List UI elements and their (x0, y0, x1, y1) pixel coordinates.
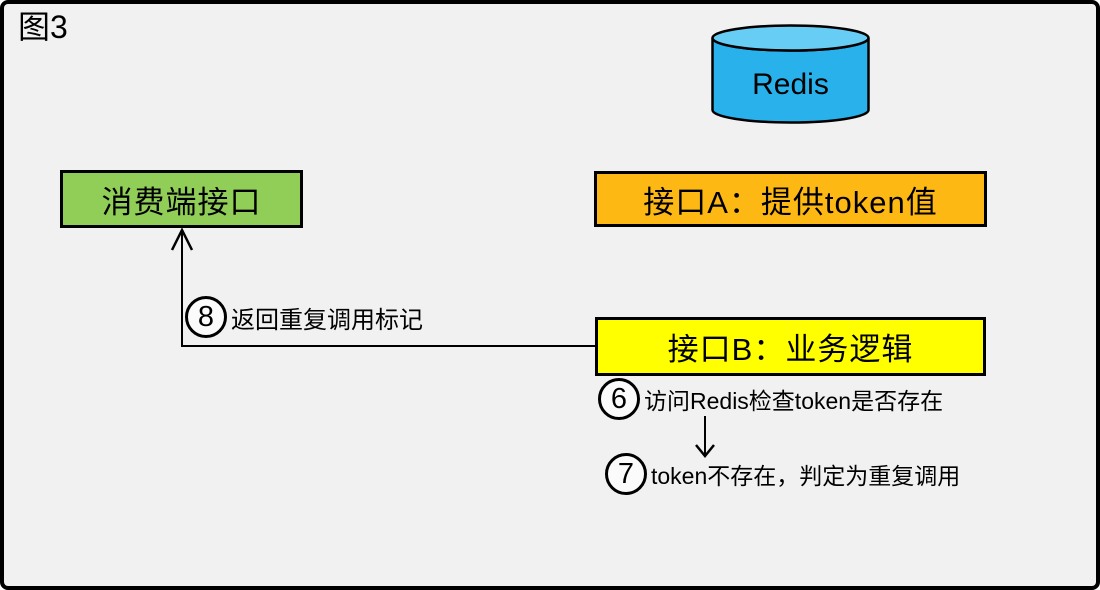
step-6-check-redis: 6 访问Redis检查token是否存在 (598, 378, 943, 420)
redis-label: Redis (752, 68, 829, 101)
redis-database-node: Redis (710, 22, 871, 126)
step-7-number-badge: 7 (605, 453, 647, 495)
step-7-duplicate-call: 7 token不存在，判定为重复调用 (605, 453, 960, 495)
figure-label: 图3 (18, 9, 68, 45)
interface-b-box: 接口B：业务逻辑 (595, 317, 986, 376)
step-6-number-badge: 6 (598, 378, 640, 420)
connector-layer (170, 227, 715, 458)
database-cylinder-icon (711, 24, 870, 124)
interface-a-box: 接口A：提供token值 (594, 171, 987, 227)
interface-b-label: 接口B：业务逻辑 (667, 332, 914, 367)
step-8-return-mark: 8 返回重复调用标记 (185, 296, 423, 338)
arrowhead-up-icon (170, 227, 194, 251)
step-7-text: token不存在，判定为重复调用 (651, 463, 961, 489)
step-6-text: 访问Redis检查token是否存在 (644, 388, 944, 414)
step-8-text: 返回重复调用标记 (231, 306, 423, 334)
consumer-interface-box: 消费端接口 (60, 170, 303, 228)
step-8-number-badge: 8 (185, 296, 227, 338)
consumer-interface-label: 消费端接口 (101, 184, 262, 220)
interface-a-label: 接口A：提供token值 (643, 184, 938, 220)
